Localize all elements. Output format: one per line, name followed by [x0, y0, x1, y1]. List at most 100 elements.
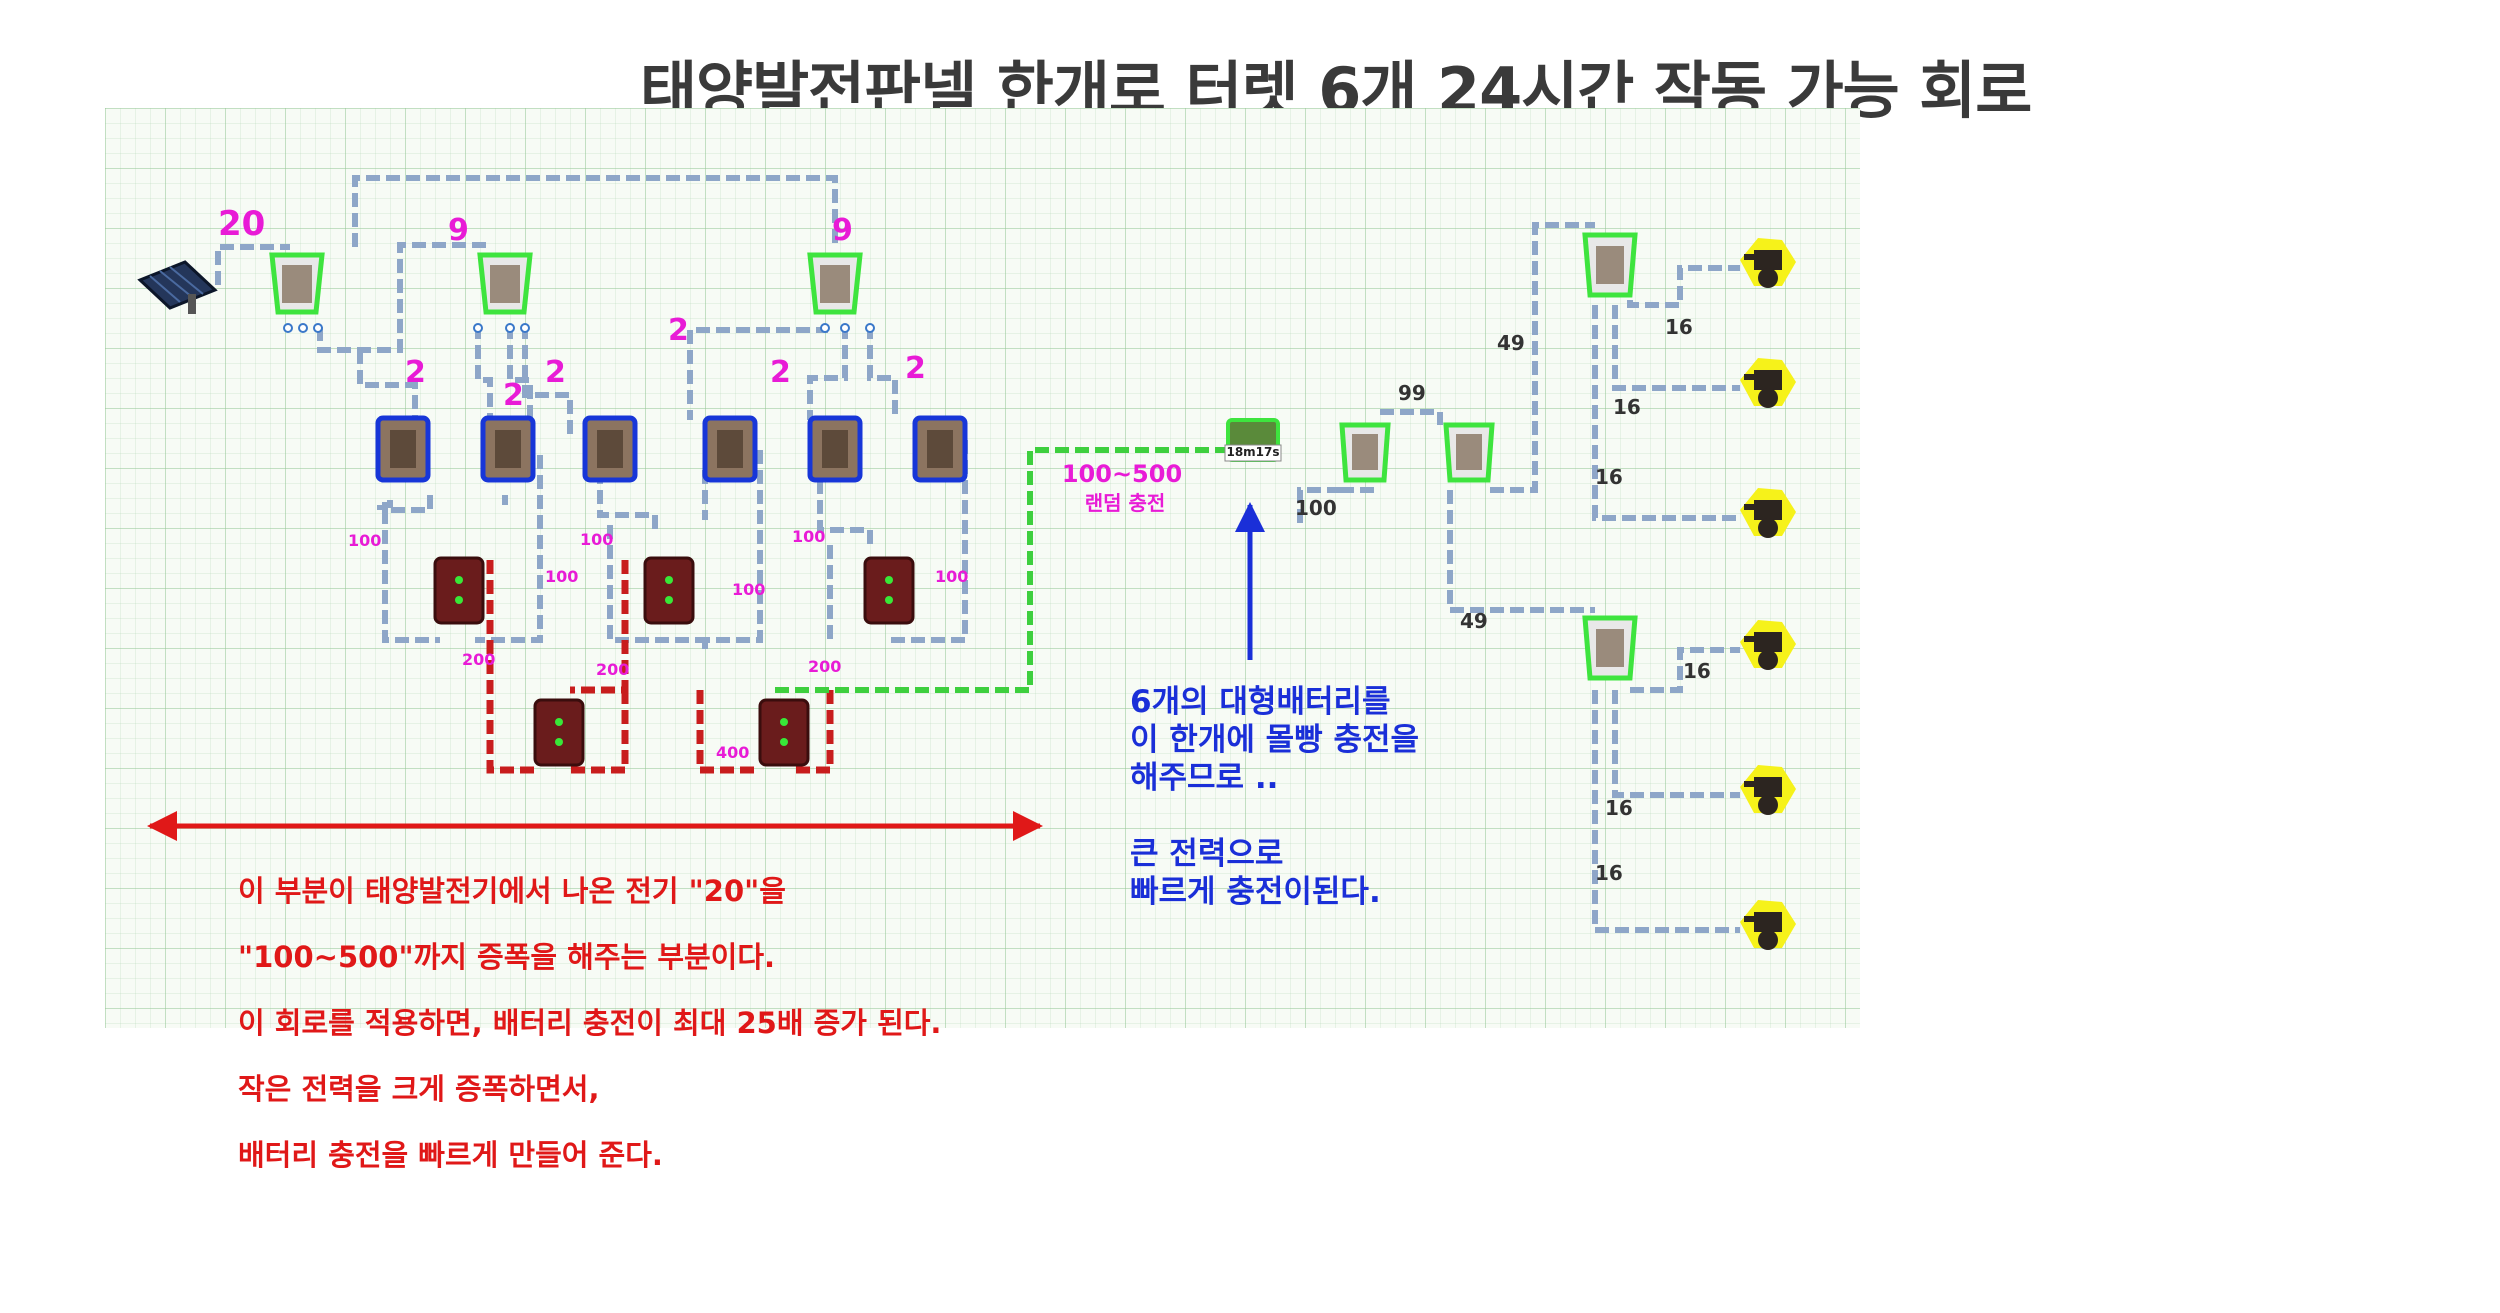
- blue-note-line: 빠르게 충전이된다.: [1130, 874, 1381, 910]
- small-battery-1: [375, 415, 431, 483]
- label-charge-1: 100: [348, 531, 381, 550]
- label-splitter-mid-top: 9: [832, 213, 853, 248]
- wire-lower-trunk: [1447, 490, 1595, 613]
- wire-s2-to-bat3: [507, 325, 533, 420]
- red-note-line: 배터리 충전을 빠르게 만들어 준다.: [238, 1138, 663, 1172]
- splitter-99-a: [1339, 422, 1391, 483]
- splitter-3: [807, 252, 875, 333]
- label-splitter-left-top: 9: [448, 213, 469, 248]
- wire-bat5-down: [817, 480, 873, 548]
- label-branch-f: 2: [905, 351, 926, 386]
- label-turret-2: 16: [1613, 395, 1641, 419]
- label-combine-3: 200: [808, 657, 841, 676]
- label-turret-1: 16: [1665, 315, 1693, 339]
- wire-battery-charge-1: [382, 495, 440, 643]
- red-wire-c: [570, 690, 629, 774]
- small-battery-2: [480, 415, 536, 483]
- wires-green: [775, 447, 1240, 693]
- magenta-labels: 20 9 9 2 2 2 2 2 2: [218, 204, 926, 413]
- blue-note-line: 해주므로 ..: [1130, 760, 1279, 796]
- label-charge-4: 100: [732, 580, 765, 599]
- wires-red: [486, 560, 834, 774]
- red-note-line: 작은 전력을 크게 증폭하면서,: [238, 1072, 600, 1106]
- green-wire-to-timer: [775, 447, 1240, 693]
- small-battery-5: [807, 415, 863, 483]
- turret-2: [1740, 358, 1796, 408]
- wire-upper-trunk: [1490, 222, 1595, 493]
- red-wire-e: [795, 690, 834, 774]
- blue-note-line: 이 한개에 몰빵 충전을: [1130, 722, 1420, 758]
- wire-t5: [1612, 690, 1740, 798]
- label-branch-b: 2: [503, 378, 524, 413]
- label-lower-branch: 49: [1460, 609, 1488, 633]
- wire-bat3-down: [597, 470, 658, 530]
- wire-t3: [1592, 305, 1740, 521]
- small-battery-3: [582, 415, 638, 483]
- large-battery-2: [643, 556, 695, 625]
- label-branch-e: 2: [770, 355, 791, 390]
- label-upper-branch: 49: [1497, 331, 1525, 355]
- label-turret-5: 16: [1605, 796, 1633, 820]
- turret-5: [1740, 765, 1796, 815]
- target-battery-timer: [1224, 418, 1282, 462]
- label-charge-6: 100: [935, 567, 968, 586]
- wire-top-loop: [352, 175, 838, 247]
- wire-s3-to-bat6: [867, 325, 898, 420]
- label-charge-5: 100: [792, 527, 825, 546]
- timer-text: 18m17s: [1226, 445, 1279, 459]
- wire-splitter1-to-battery1: [357, 350, 418, 420]
- wire-s2-to-bat3b: [522, 325, 573, 440]
- charge-labels: 100 100 100 100 100 100 200 200 200 400: [348, 527, 968, 762]
- label-main-out: 100: [1295, 496, 1337, 520]
- splitter-1: [269, 252, 325, 333]
- random-charge-label: 100~500 랜덤 충전: [1062, 460, 1182, 515]
- blue-explanation: 6개의 대형배터리를 이 한개에 몰빵 충전을 해주므로 .. 큰 전력으로 빠…: [1130, 683, 1419, 911]
- random-charge-text: 랜덤 충전: [1085, 491, 1166, 515]
- label-branch-c: 2: [545, 355, 566, 390]
- label-combine-2: 200: [596, 660, 629, 679]
- label-turret-4: 16: [1683, 659, 1711, 683]
- turret-4: [1740, 620, 1796, 670]
- wire-bat6-down: [890, 440, 968, 643]
- wire-battery-charge-1b: [475, 455, 543, 643]
- wire-t4: [1630, 647, 1740, 693]
- turret-3: [1740, 488, 1796, 538]
- dark-labels: 100 99 49 49 16 16 16 16 16 16: [1295, 315, 1711, 885]
- wire-t2: [1612, 305, 1740, 391]
- wire-t6: [1592, 690, 1740, 933]
- wire-solar-to-splitter1: [215, 244, 290, 285]
- blue-note-line: 큰 전력으로: [1130, 836, 1284, 872]
- wire-99-split: [1380, 409, 1443, 425]
- label-combine-1: 200: [462, 650, 495, 669]
- large-battery-5: [758, 698, 810, 767]
- wire-main-out: [1297, 487, 1340, 523]
- red-explanation: 이 부분이 태양발전기에서 나온 전기 "20"을 "100~500"까지 증폭…: [238, 858, 941, 1188]
- solar-panel-icon: [137, 260, 218, 314]
- label-solar-output: 20: [218, 204, 265, 244]
- wire-s3-to-bat5: [687, 325, 828, 420]
- splitter-turret-upper: [1582, 232, 1638, 298]
- label-main-split: 99: [1398, 381, 1426, 405]
- red-wire-a: [486, 560, 535, 774]
- red-note-line: 이 회로를 적용하면, 배터리 충전이 최대 25배 증가 된다.: [238, 1006, 942, 1040]
- label-branch-a: 2: [405, 355, 426, 390]
- label-charge-2: 100: [545, 567, 578, 586]
- blue-note-line: [1130, 797, 1419, 835]
- splitter-99-b: [1443, 422, 1495, 483]
- label-combine-4: 400: [716, 743, 749, 762]
- small-battery-6: [912, 415, 968, 483]
- large-battery-1: [433, 556, 485, 625]
- wire-t1: [1627, 265, 1740, 308]
- wire-s2-to-bat2: [475, 325, 493, 420]
- label-charge-3: 100: [580, 530, 613, 549]
- large-battery-3: [863, 556, 915, 625]
- turret-6: [1740, 900, 1796, 950]
- red-wire-d: [696, 690, 760, 774]
- label-turret-6: 16: [1595, 861, 1623, 885]
- wire-bat4-cap: [702, 450, 763, 650]
- wire-b1-down: [382, 500, 393, 508]
- wire-s3-to-bat5b: [807, 325, 848, 420]
- red-note-line: 이 부분이 태양발전기에서 나온 전기 "20"을: [238, 874, 786, 908]
- small-battery-4: [702, 415, 758, 483]
